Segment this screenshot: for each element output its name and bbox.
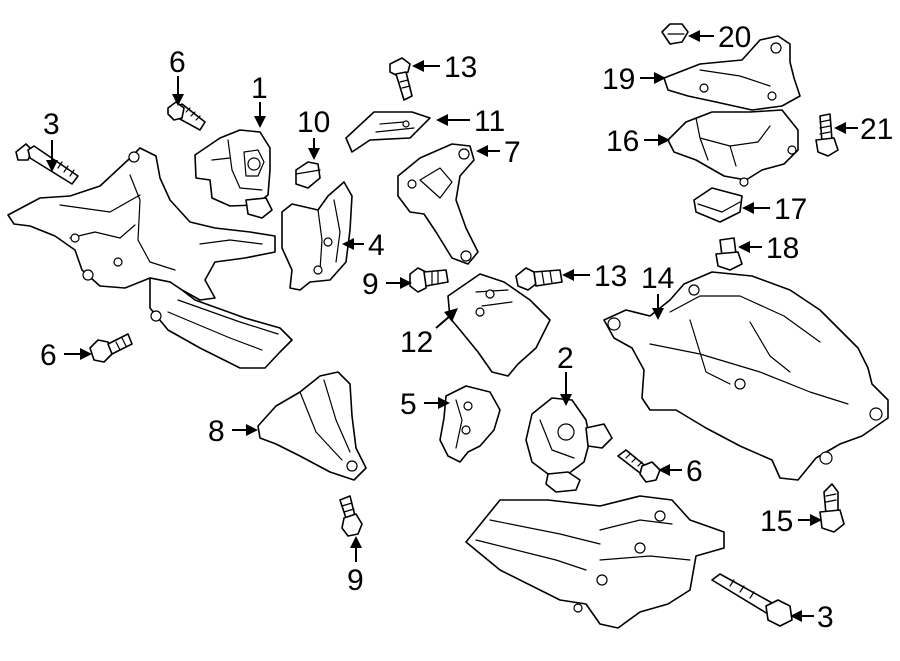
callout-18: 18 (766, 232, 799, 265)
callout-21: 21 (860, 113, 893, 146)
arrowhead-13-mid (562, 269, 574, 281)
arrowhead-7 (476, 145, 488, 157)
callout-6-bottom: 6 (686, 455, 703, 488)
part-21-bolt (815, 113, 839, 157)
callout-leaders (46, 30, 858, 622)
arrowhead-6-top (172, 94, 184, 106)
arrowhead-17 (742, 202, 754, 214)
callout-2: 2 (557, 342, 574, 375)
left-subframe-drawing (7, 147, 293, 369)
part-4-bracket (281, 181, 353, 291)
part-15-bolt (819, 483, 845, 533)
part-3-bolt-bottom (711, 573, 793, 627)
arrowhead-12 (444, 308, 458, 322)
callout-5: 5 (400, 388, 417, 421)
callout-19: 19 (602, 63, 635, 96)
arrowhead-11 (436, 114, 448, 126)
callout-9-mid: 9 (362, 268, 379, 301)
arrowhead-21 (834, 122, 846, 134)
part-18-bolt (715, 237, 743, 271)
part-2-mount (525, 397, 613, 493)
arrowhead-13-top (412, 60, 424, 72)
arrowhead-9-mid (400, 277, 412, 289)
arrowhead-2 (560, 394, 572, 406)
part-20-nut (661, 23, 689, 45)
callout-6-left: 6 (40, 339, 57, 372)
callout-13-mid: 13 (594, 260, 627, 293)
callout-4: 4 (368, 229, 385, 262)
part-6-bolt-bottom (617, 449, 661, 483)
arrowhead-3-top (46, 160, 58, 172)
callout-3-top: 3 (43, 108, 60, 141)
arrowhead-6-bottom (658, 464, 670, 476)
arrowhead-19 (654, 72, 666, 84)
part-3-bolt-top (15, 143, 79, 185)
part-17-pad (693, 187, 743, 223)
callout-9-bottom: 9 (347, 564, 364, 597)
leader-12 (435, 315, 451, 329)
part-9-bolt-mid (409, 267, 449, 293)
arrowhead-8 (246, 424, 258, 436)
part-10-cap (295, 161, 321, 189)
callout-17: 17 (774, 193, 807, 226)
arrowhead-4 (342, 238, 354, 250)
callout-8: 8 (208, 415, 225, 448)
callout-10: 10 (297, 106, 330, 139)
callout-13-top: 13 (444, 51, 477, 84)
arrowhead-5 (438, 397, 450, 409)
arrowhead-16 (658, 134, 670, 146)
part-7-bracket (397, 143, 479, 265)
arrowhead-15 (810, 514, 822, 526)
part-19-bracket (663, 35, 801, 111)
part-5-bracket (439, 385, 501, 463)
callout-16: 16 (606, 125, 639, 158)
part-9-bolt-bottom (339, 495, 363, 537)
part-8-bracket (257, 371, 367, 481)
part-16-mount (667, 109, 799, 187)
callout-11: 11 (474, 105, 505, 138)
arrowhead-20 (688, 30, 700, 42)
part-12-shield (447, 273, 551, 377)
callout-14: 14 (641, 262, 674, 295)
callout-numbers: 1 2 3 3 4 5 6 6 6 7 8 9 9 10 11 12 13 13… (40, 21, 893, 634)
arrowhead-6-left (80, 348, 92, 360)
part-13-bolt-mid (515, 267, 563, 291)
arrowhead-14 (652, 308, 664, 320)
callout-15: 15 (760, 505, 793, 538)
arrowhead-9-bottom (350, 536, 362, 548)
arrowhead-1 (254, 116, 266, 128)
part-14-crossmember (603, 271, 889, 481)
arrowhead-3-bottom (790, 610, 802, 622)
part-13-bolt-top (389, 57, 413, 101)
arrowhead-18 (738, 241, 750, 253)
part-6-bolt-left (89, 333, 133, 363)
part-1-engine-mount (194, 129, 273, 219)
part-11-plate (345, 111, 431, 153)
callout-6-top: 6 (169, 46, 186, 79)
callout-7: 7 (504, 136, 521, 169)
callout-1: 1 (251, 72, 268, 105)
callout-3-bottom: 3 (817, 601, 834, 634)
callout-12: 12 (400, 326, 433, 359)
callout-20: 20 (718, 21, 751, 54)
part-6-bolt-top (167, 101, 206, 131)
arrowhead-10 (308, 148, 320, 160)
bottom-subframe-drawing (465, 495, 725, 629)
